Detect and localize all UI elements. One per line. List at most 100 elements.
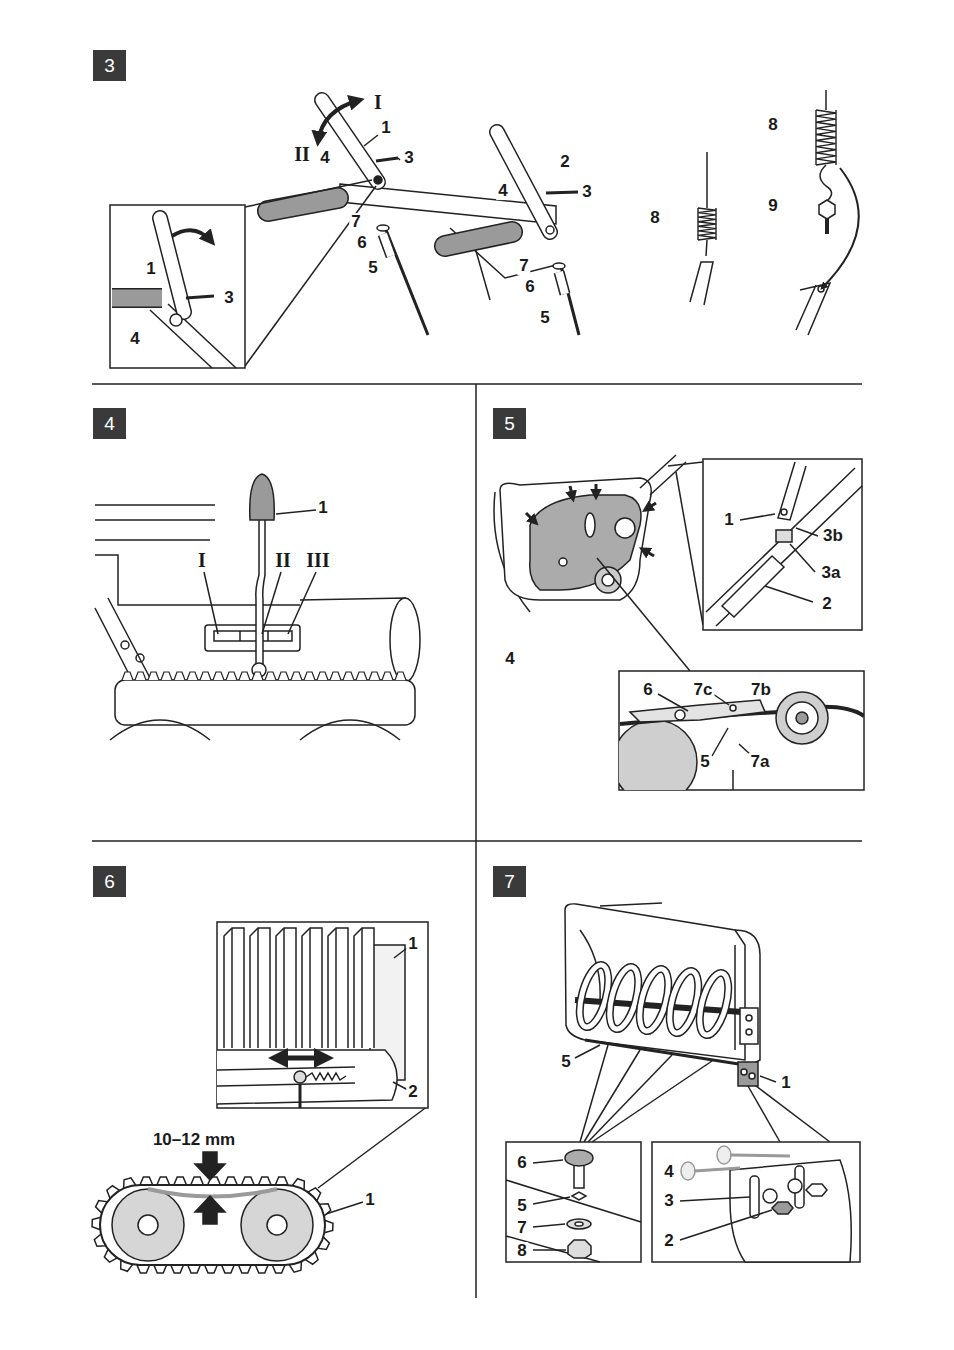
auger-housing	[574, 962, 742, 1038]
tension-inset	[658, 694, 688, 711]
belt-cover-view	[642, 549, 654, 556]
snowblower-side-view	[95, 474, 420, 740]
callout-number: 5	[538, 309, 551, 327]
auger-housing	[694, 970, 734, 1038]
callout-number: 10–12 mm	[151, 1131, 237, 1149]
track-adjust-inset	[318, 1106, 428, 1188]
track-tension	[258, 1177, 271, 1185]
callout-number: 5	[698, 753, 711, 771]
panel-number-text: 4	[104, 413, 115, 435]
handle-assembly	[546, 192, 578, 193]
tension-inset	[619, 692, 864, 790]
belt-cover-view	[676, 472, 703, 625]
spring-coil	[816, 110, 836, 165]
track-teeth	[252, 672, 263, 680]
track-adjust-inset	[335, 928, 337, 1048]
cable-inset	[706, 468, 862, 626]
track-teeth	[304, 672, 315, 680]
track-adjust-inset	[217, 922, 428, 1108]
callout-number: 7b	[749, 681, 773, 699]
snowblower-side-view	[288, 572, 316, 634]
auger-housing	[565, 904, 745, 1060]
spring-detail	[819, 200, 835, 219]
auger-housing	[694, 970, 734, 1038]
belt-cover-view	[597, 558, 690, 671]
callout-number: 6	[515, 1154, 528, 1172]
skid-inset	[680, 1197, 750, 1201]
bolt-inset	[567, 1219, 591, 1229]
inset-frame	[112, 290, 162, 307]
belt-cover-view	[559, 558, 567, 566]
auger-housing	[738, 1062, 758, 1086]
snowblower-side-view	[390, 598, 420, 682]
tension-inset	[732, 770, 734, 790]
snowblower-side-view	[121, 641, 129, 649]
callout-number: 8	[648, 209, 661, 227]
track-teeth	[382, 672, 393, 680]
inset-frame	[245, 186, 376, 366]
callout-number: 2	[662, 1232, 675, 1250]
track-adjust-inset	[217, 1050, 397, 1104]
snowblower-side-view	[136, 654, 144, 662]
track-teeth	[356, 672, 367, 680]
track-teeth	[343, 672, 354, 680]
track-tension	[205, 1265, 218, 1273]
auger-housing	[575, 1045, 600, 1058]
cable-inset	[740, 514, 775, 520]
callout-number: I	[372, 92, 384, 113]
callout-number: 2	[406, 1083, 419, 1101]
callout-number: 6	[641, 681, 654, 699]
callout-number: 4	[503, 650, 516, 668]
tension-inset	[776, 692, 828, 744]
track-teeth	[369, 672, 380, 680]
handle-assembly	[377, 225, 389, 231]
panel-number: 5	[493, 408, 526, 439]
belt-cover-view	[526, 484, 656, 556]
track-adjust-inset	[217, 1067, 355, 1070]
spring-detail	[825, 90, 827, 110]
panel-divider	[475, 384, 477, 1298]
spring-coil	[715, 208, 716, 240]
track-tension	[138, 1215, 158, 1235]
panel-number: 7	[493, 866, 526, 897]
track-teeth	[278, 672, 289, 680]
track-adjust-inset	[274, 1056, 328, 1061]
bolt-inset	[575, 1222, 583, 1226]
callout-number: 3	[580, 183, 593, 201]
handle-assembly	[553, 263, 565, 269]
panel-number: 6	[93, 866, 126, 897]
handle-assembly	[383, 234, 391, 256]
callout-number: II	[292, 144, 312, 165]
snowblower-side-view	[250, 474, 275, 520]
panel-divider	[92, 840, 862, 842]
panel-number-text: 3	[104, 55, 115, 77]
callout-number: 1	[363, 1191, 376, 1209]
callout-number: 7c	[692, 681, 715, 699]
track-teeth	[265, 672, 276, 680]
snowblower-side-view	[115, 680, 415, 725]
bolt-inset	[533, 1197, 570, 1204]
spring-detail	[706, 152, 708, 208]
snowblower-side-view	[262, 572, 281, 634]
skid-inset	[652, 1142, 860, 1262]
skid-inset	[681, 1146, 790, 1180]
callout-number: 4	[128, 330, 141, 348]
tension-inset	[675, 710, 685, 720]
handle-assembly	[322, 100, 378, 182]
handle-assembly	[559, 272, 565, 294]
belt-cover-view	[494, 455, 703, 671]
auger-housing	[592, 1061, 712, 1142]
spring-detail	[825, 219, 829, 234]
track-tension	[157, 1177, 170, 1185]
cable-inset	[781, 509, 787, 515]
callout-number: 1	[144, 260, 157, 278]
track-tension	[241, 1189, 313, 1261]
track-tension	[267, 1215, 287, 1235]
callout-number: 4	[496, 182, 509, 200]
callout-number: 5	[559, 1053, 572, 1071]
inset-frame	[110, 180, 376, 368]
track-adjust-inset	[283, 928, 285, 1048]
callout-number: 1	[779, 1074, 792, 1092]
